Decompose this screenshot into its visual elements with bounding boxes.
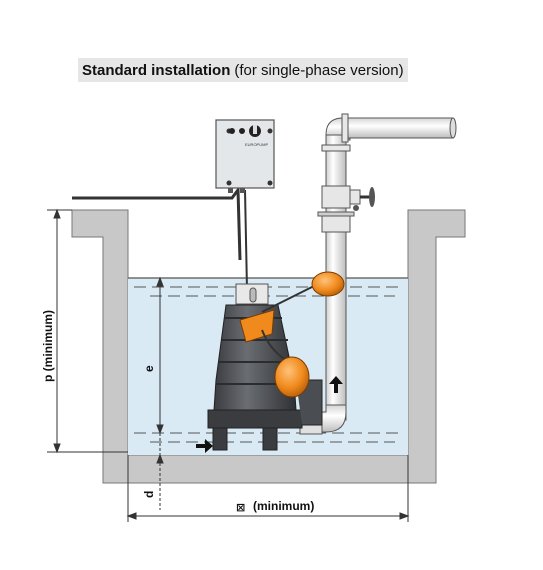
power-cable (72, 185, 242, 261)
flow-arrow-inlet (196, 439, 213, 453)
gate-valve (321, 185, 375, 211)
dimension-width (126, 455, 410, 522)
p-minimum-label: p (minimum) (41, 310, 55, 382)
float-ball-lower (274, 356, 310, 398)
dimension-e (156, 276, 164, 435)
check-valve (317, 211, 355, 233)
dimension-p (47, 208, 128, 454)
width-minimum-label: (minimum) (253, 499, 314, 513)
float-cable (244, 189, 248, 291)
diagram-title: Standard installation (for single-phase … (78, 58, 408, 82)
e-label: e (142, 365, 156, 372)
dimension-d (156, 433, 164, 510)
float-cable-lower (261, 329, 287, 361)
brand-label: EUROPUMP (245, 142, 268, 147)
float-ball-upper (311, 271, 345, 297)
title-main: Standard installation (82, 61, 231, 79)
horizontal-pipe (344, 117, 454, 139)
width-symbol: ⊠ (236, 502, 245, 514)
flow-arrow-up (329, 376, 343, 393)
title-sub: (for single-phase version) (234, 61, 404, 79)
control-box: EUROPUMP (215, 119, 275, 193)
d-label: d (142, 491, 156, 498)
